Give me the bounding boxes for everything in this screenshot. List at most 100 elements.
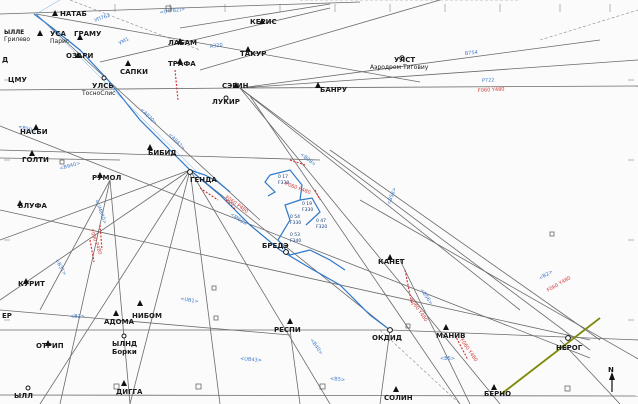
track-label-10: F340 [290,238,301,244]
svg-text:<В40>: <В40> [308,338,323,356]
fix-label-syegin: СЭГИН [222,82,249,90]
fix-label-natab: НАТАБ [60,10,87,18]
fix-label-blufa: БЛУФА [18,202,47,210]
svg-text:<(Н782)>: <(Н782)> [159,6,185,16]
fix-sapki-marker [125,60,131,66]
fix-otrip-marker [45,340,51,346]
svg-text:<А830>: <А830> [139,107,158,126]
fix-blnd-marker [121,333,127,339]
fix-banru-marker [315,82,321,88]
track-label-9: 0 53 [290,232,300,238]
fix-label-blle: ЫЛЛЕ [4,29,24,36]
fix-label-adoma: АДОМА [104,318,135,326]
symbol-squares [59,5,571,392]
fix-takur-marker [245,46,251,52]
fix-label-berno: БЕРНО [484,390,511,398]
svg-text:<В56>: <В56> [386,187,398,206]
svg-text:УМ1: УМ1 [118,36,130,46]
fix-sub-blle: Грилево [4,36,30,43]
fix-uls-marker [101,75,107,81]
fix-keris-marker [259,18,265,24]
fix-label-blnd: ЫЛНД [112,340,137,348]
track-label-2: F330 [278,180,289,186]
fix-bibid-marker [147,144,153,150]
svg-text:F060 Y480: F060 Y480 [408,298,428,323]
fix-label-bll: ЫЛЛ [14,392,33,400]
fix-kanet-marker [387,254,393,260]
fix-manil-marker [443,324,449,330]
fix-kurit-marker [23,278,29,284]
svg-text:<В31>: <В31> [53,258,67,277]
grid-ticks [4,4,634,321]
fix-label-usa: УСА [50,30,67,38]
fix-label-banru: БАНРУ [320,86,348,94]
fix-okdid-marker [387,327,393,333]
fix-label-lukir: ЛУКИР [212,98,240,106]
svg-text:<UB43>: <UB43> [240,356,262,364]
fix-ozari-marker [75,52,81,58]
fix-label-golti: ГОЛТИ [22,156,49,164]
fix-label-nerog: НЕРОГ [556,344,583,352]
track-labels: 0 17 F330 0 19 F330 0 47 F320 0 54 F330 … [278,174,327,244]
airspace-boundary-inner [499,317,601,396]
fix-circles [25,55,571,391]
svg-text:F060 Y480: F060 Y480 [478,87,505,94]
fix-berno-marker [491,384,497,390]
fix-digga-marker [121,380,127,386]
fix-label-sapki: САПКИ [120,68,148,76]
fix-adoma-marker [113,310,119,316]
fix-label-keris: КЕРИС [250,18,277,26]
svg-text:УП762: УП762 [94,13,111,24]
fix-ulss-marker [399,55,405,61]
fix-label-uls: УЛСЬ [92,82,114,90]
fix-label-takur: ТАКУР [240,50,266,58]
fix-label-brdzh: БРЕДЭ [262,242,289,250]
fix-labels: НАТАБ ЫЛЛЕ Грилево УСА Парис ГРАМУ ОЗАРИ… [2,10,583,402]
fix-label-trafa: ТРАФА [168,60,196,68]
track-label-8: F330 [290,220,301,226]
fix-usa-marker [37,30,43,36]
track-label-5: 0 47 [316,218,326,224]
fix-label-respi: РЕСПИ [274,326,301,334]
fix-label-ozari: ОЗАРИ [66,52,93,60]
flight-track-thin [35,0,201,176]
svg-text:<В5>: <В5> [330,376,345,383]
svg-text:A320: A320 [209,42,223,50]
restricted-marks [89,69,469,361]
north-arrow: N [608,366,615,392]
fix-label-er: ЕР [2,312,12,320]
fix-natab-marker [52,10,58,16]
svg-text:<В2>: <В2> [70,314,85,320]
fix-respi-marker [287,318,293,324]
fix-genda-marker [187,169,193,175]
fix-label-solin: СОЛИН [384,394,413,402]
fix-labam-marker [177,38,183,44]
track-label-3: 0 19 [302,201,312,207]
fix-label-nibom: НИБОМ [132,312,162,320]
fix-lukir-marker [223,95,229,101]
svg-text:<В50>: <В50> [17,124,36,134]
fix-trafa-marker [177,58,183,64]
svg-text:<В5>: <В5> [440,356,455,362]
fix-label-gramu: ГРАМУ [74,30,102,38]
fix-blufa-marker [17,200,23,206]
fix-label-dmu: ЦМУ [8,76,27,84]
svg-text:<UM840>: <UM840> [93,199,107,225]
svg-text:F060 Y480: F060 Y480 [458,338,478,363]
fix-brdzh-marker [283,249,289,255]
fix-label-manil: МАНИВ [436,332,465,340]
fix-label-digga: ДИГГА [116,388,143,396]
fix-label-labam: ЛАБАМ [168,39,197,47]
fix-sub-blnd: Борки [112,348,137,356]
fix-label-rumol: РУМОЛ [92,174,121,182]
fix-sub-ulss: Аэродром Тиговиу [370,64,429,71]
fix-label-ulss: УЛСТ [394,56,415,64]
fix-sub-paris: Парис [50,38,69,45]
svg-text:В754: В754 [465,50,479,57]
fix-nibom-marker [137,300,143,306]
compass-label: N [608,366,614,374]
svg-text:<В2>: <В2> [538,269,554,282]
